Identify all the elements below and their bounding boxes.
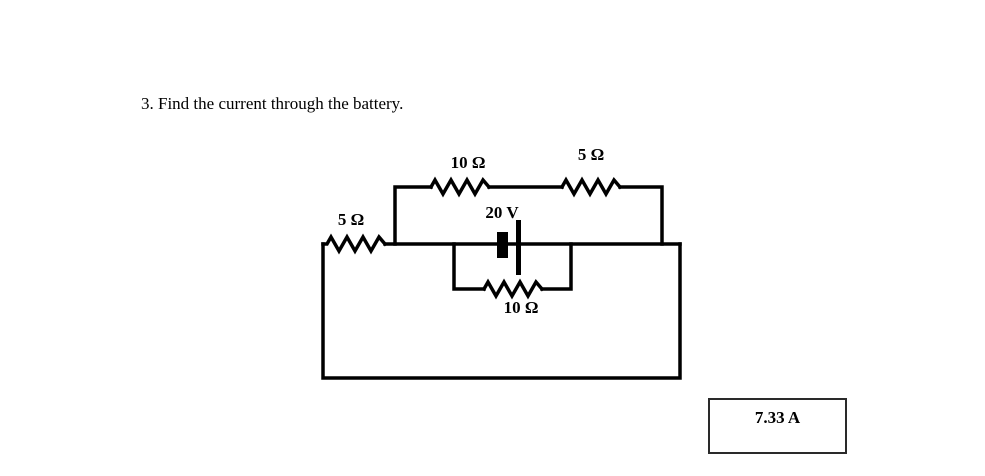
battery-voltage-label: 20 V bbox=[485, 203, 519, 222]
resistor-10ohm-top-label: 10 Ω bbox=[451, 153, 486, 172]
resistor-5ohm-left-label: 5 Ω bbox=[338, 210, 364, 229]
battery-long-plate bbox=[516, 220, 521, 275]
resistor-5ohm-left bbox=[321, 233, 388, 255]
answer-value: 7.33 A bbox=[754, 408, 801, 427]
resistor-5ohm-top-label: 5 Ω bbox=[578, 145, 604, 164]
top-branch-wire-right bbox=[618, 185, 664, 246]
answer-box: 7.33 A bbox=[708, 398, 847, 454]
resistor-10ohm-bottom bbox=[481, 278, 545, 300]
outer-loop-wire bbox=[321, 242, 682, 380]
inner-branch-wire-left bbox=[452, 242, 486, 291]
resistor-10ohm-bottom-label: 10 Ω bbox=[504, 298, 539, 317]
top-branch-wire-left bbox=[393, 185, 433, 246]
problem-title: 3. Find the current through the battery. bbox=[141, 94, 404, 113]
resistor-10ohm-top bbox=[428, 176, 492, 198]
inner-branch-wire-right bbox=[540, 242, 573, 291]
battery-short-plate bbox=[497, 232, 508, 258]
resistor-5ohm-top bbox=[559, 176, 623, 198]
